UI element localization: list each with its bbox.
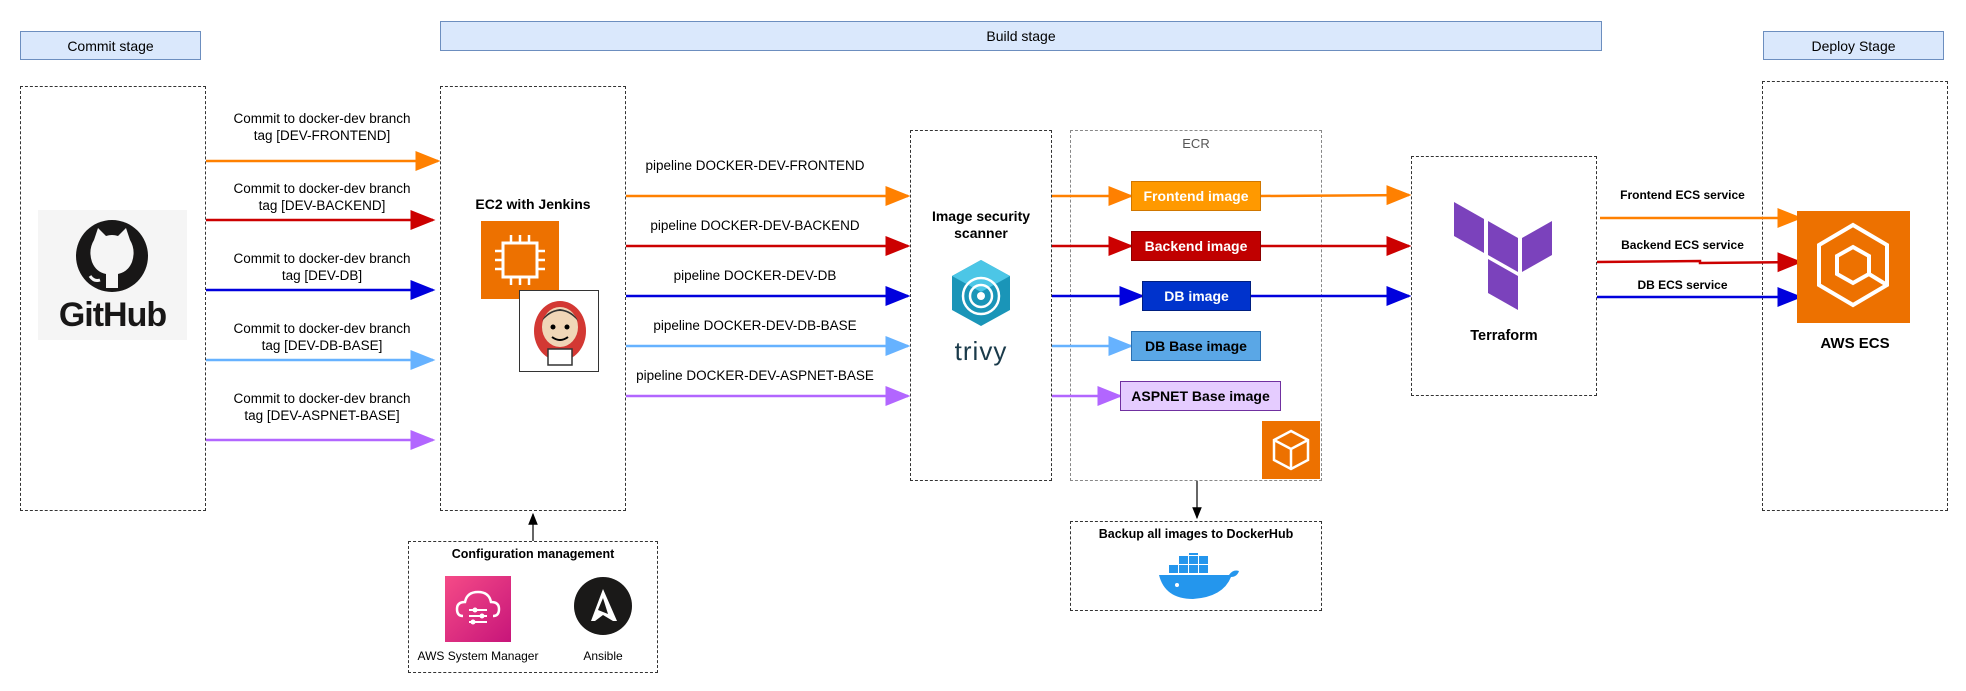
service-label-frontend: Frontend ECS service [1620,188,1745,202]
pipeline-label-db: pipeline DOCKER-DEV-DB [673,268,837,283]
dbbase-image-box: DB Base image [1131,331,1261,361]
aspnet-image-box: ASPNET Base image [1120,381,1281,411]
frontend-image-box: Frontend image [1131,181,1261,211]
pipeline-label-aspnet: pipeline DOCKER-DEV-ASPNET-BASE [636,368,874,383]
deploy-stage-label: Deploy Stage [1811,37,1896,54]
commit-stage-header: Commit stage [20,31,201,60]
github-wordmark: GitHub [58,296,167,334]
jenkins-title: EC2 with Jenkins [475,196,591,212]
frontend-image-label: Frontend image [1143,188,1249,204]
ecr-title: ECR [1182,136,1210,151]
deploy-stage-header: Deploy Stage [1763,31,1944,60]
backup-label: Backup all images to DockerHub [1098,527,1294,541]
service-label-db: DB ECS service [1637,278,1728,292]
ansible-icon [573,576,633,636]
aspnet-image-label: ASPNET Base image [1131,388,1270,404]
ssm-icon [445,576,511,642]
db-image-label: DB image [1164,288,1229,304]
terraform-label: Terraform [1470,328,1538,344]
dbbase-image-label: DB Base image [1145,338,1247,354]
pipeline-label-dbbase: pipeline DOCKER-DEV-DB-BASE [653,318,857,333]
github-octocat-icon [76,220,148,292]
ecs-icon [1797,211,1910,323]
arrow-ecr-frontend [1260,185,1412,206]
ecs-label: AWS ECS [1820,335,1890,352]
commit-stage-label: Commit stage [67,37,154,54]
build-stage-header: Build stage [440,21,1602,51]
pipeline-label-backend: pipeline DOCKER-DEV-BACKEND [650,218,860,233]
backend-image-label: Backend image [1144,238,1248,254]
trivy-wordmark: trivy [954,336,1008,366]
service-label-backend: Backend ECS service [1621,238,1744,252]
backend-image-box: Backend image [1131,231,1261,261]
trivy-icon [946,258,1016,328]
arrow-svc-backend [1596,252,1803,273]
ansible-label: Ansible [583,649,623,663]
ecr-icon [1262,421,1320,479]
db-image-box: DB image [1142,281,1251,311]
ssm-label: AWS System Manager [417,649,539,663]
terraform-icon [1450,198,1558,316]
build-stage-label: Build stage [986,28,1056,44]
config-title: Configuration management [451,547,615,561]
jenkins-icon [519,290,599,372]
github-logo: GitHub [38,210,187,340]
docker-icon [1155,547,1241,603]
pipeline-label-frontend: pipeline DOCKER-DEV-FRONTEND [645,158,865,173]
ec2-icon [481,221,559,299]
